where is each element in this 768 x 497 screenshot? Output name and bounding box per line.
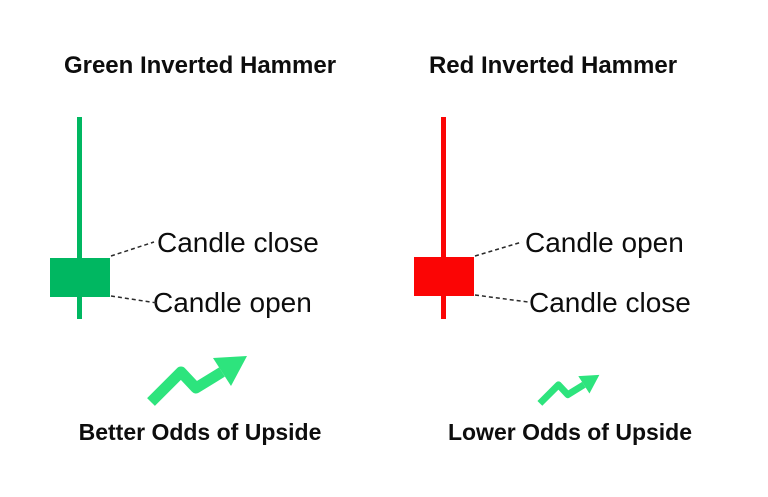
panel-title-green: Green Inverted Hammer [63,52,337,79]
caption-better-odds: Better Odds of Upside [78,419,322,445]
red-candle-wick [441,117,446,319]
leader-line [474,241,523,257]
red-candle-body [414,257,474,296]
green-candle-body [50,258,110,297]
label-candle-open-green: Candle open [153,287,312,318]
trend-up-arrow-icon [540,375,600,404]
trend-up-arrow-icon [151,356,247,402]
leader-line [110,295,158,304]
green-candle-wick [77,117,82,319]
panel-title-red: Red Inverted Hammer [428,52,678,79]
leader-line [110,241,155,257]
caption-lower-odds: Lower Odds of Upside [447,419,693,445]
label-candle-close-green: Candle close [157,227,319,258]
label-candle-close-red: Candle close [529,287,691,318]
label-candle-open-red: Candle open [525,227,684,258]
leader-line [474,294,529,303]
